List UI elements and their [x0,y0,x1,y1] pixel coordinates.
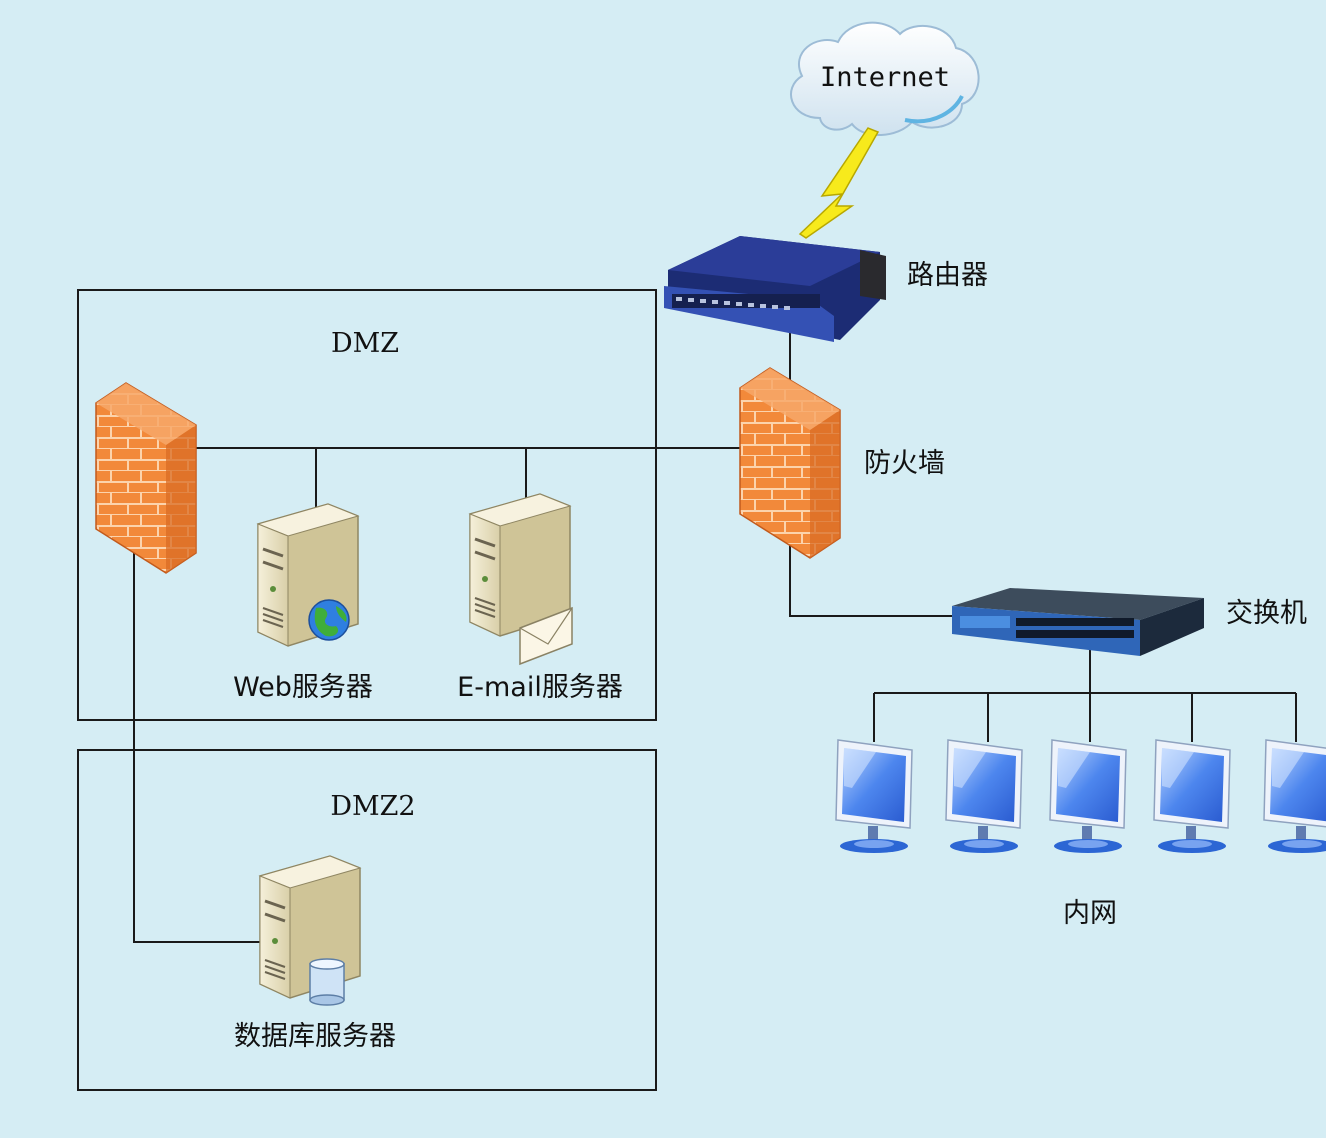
switch-label: 交换机 [1226,598,1307,629]
intranet-label: 内网 [1063,898,1117,929]
database-icon [309,958,345,1006]
dmz2-label: DMZ2 [330,791,415,822]
monitor-icon [1263,739,1326,854]
internet-label: Internet [820,62,950,93]
dmz-label: DMZ [331,328,399,359]
email-server-label: E-mail服务器 [457,672,623,703]
router-icon [664,236,886,342]
dmz-zone [77,289,657,721]
monitor-icon [945,739,1023,854]
dmz2-zone [77,749,657,1091]
connection-lines [133,330,1297,943]
monitor-icon [835,739,913,854]
monitor-icon [1049,739,1127,854]
switch-icon [952,588,1204,656]
dmz-firewall-icon [95,382,197,574]
db-server-label: 数据库服务器 [234,1021,396,1052]
globe-icon [308,599,350,641]
web-server-label: Web服务器 [233,672,373,703]
lightning-icon [798,127,880,239]
router-label: 路由器 [907,260,988,291]
cloud-icon [790,21,980,137]
monitor-icon [1153,739,1231,854]
firewall-label: 防火墙 [864,448,945,479]
firewall-icon [739,367,841,559]
envelope-icon [519,606,573,666]
